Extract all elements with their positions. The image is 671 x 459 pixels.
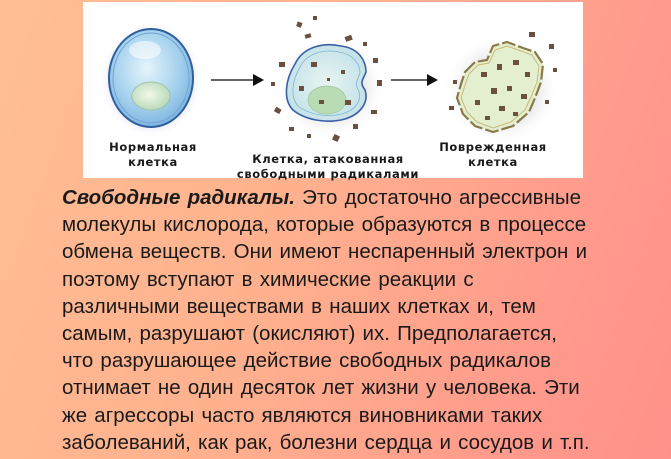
caption-line: клетка bbox=[468, 155, 518, 169]
caption-line: Нормальная bbox=[109, 140, 197, 154]
text-line: что разрушающее действие свободных радик… bbox=[62, 349, 552, 373]
lead-term: Свободные радикалы. bbox=[62, 186, 295, 209]
text-line: же агрессоры часто являются виновниками … bbox=[62, 403, 543, 427]
cell-illustrations bbox=[99, 16, 559, 145]
caption-line: клетка bbox=[128, 155, 178, 169]
caption-attacked-cell: Клетка, атакованная свободными радикалам… bbox=[233, 152, 423, 182]
damaged-cell-icon bbox=[443, 32, 559, 145]
text-line: поэтому вступают в химические реакции с bbox=[62, 267, 474, 291]
attacked-cell-icon bbox=[271, 16, 385, 142]
arrow-right-icon bbox=[391, 74, 438, 86]
text-fragment: Это достаточно агрессивные bbox=[294, 186, 582, 209]
text-line: отнимает не один десяток лет жизни у чел… bbox=[62, 376, 580, 400]
caption-damaged-cell: Поврежденная клетка bbox=[428, 140, 558, 170]
text-line: молекулы кислорода, которые образуются в… bbox=[62, 213, 587, 237]
text-line: различными веществами в наших клетках и,… bbox=[62, 294, 536, 318]
caption-line: Клетка, атакованная bbox=[252, 152, 404, 166]
arrow-right-icon bbox=[211, 74, 264, 86]
body-text: Свободные радикалы. Это достаточно агрес… bbox=[62, 184, 662, 456]
normal-cell-icon bbox=[99, 22, 203, 138]
text-line: самым, разрушают (окисляют) их. Предпола… bbox=[62, 322, 557, 346]
text-line: заболеваний, как рак, болезни сердца и с… bbox=[62, 430, 590, 454]
text-line: обмена веществ. Они имеют неспаренный эл… bbox=[62, 240, 588, 264]
text-line: Свободные радикалы. Это достаточно агрес… bbox=[62, 184, 662, 211]
cell-diagram: Нормальная клетка Клетка, атакованная св… bbox=[83, 2, 583, 181]
caption-normal-cell: Нормальная клетка bbox=[93, 140, 213, 170]
caption-line: Поврежденная bbox=[439, 140, 547, 154]
caption-line: свободными радикалами bbox=[236, 167, 420, 181]
